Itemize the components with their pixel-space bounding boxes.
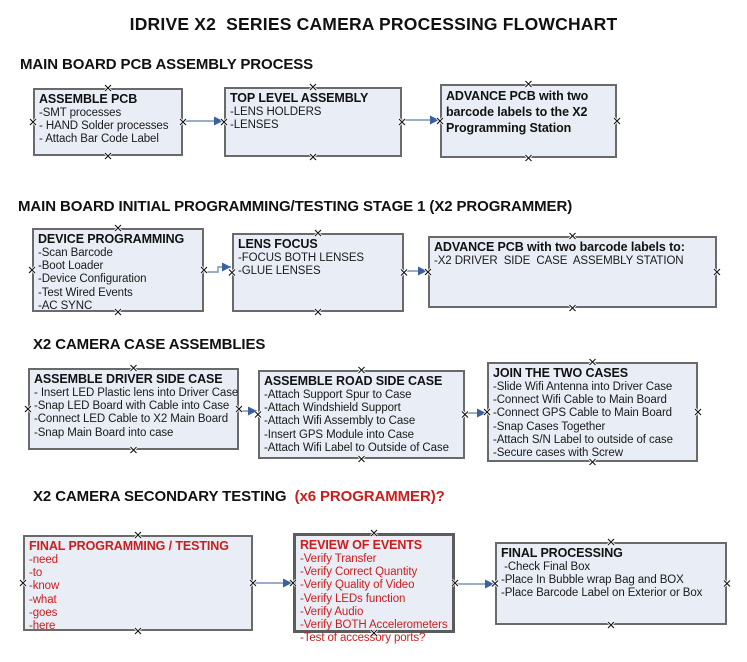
flow-box-top-level-assembly: TOP LEVEL ASSEMBLY-LENS HOLDERS-LENSES	[224, 87, 402, 157]
flow-arrow	[402, 115, 439, 125]
box-item: -Attach S/N Label to outside of case	[493, 433, 673, 446]
box-item: -goes	[29, 606, 58, 619]
flow-arrow	[465, 408, 486, 418]
box-item: -Attach Support Spur to Case	[264, 389, 412, 401]
box-item: -Test of accessory ports?	[300, 632, 426, 645]
section-header-camera-case-assemblies: X2 CAMERA CASE ASSEMBLIES	[33, 336, 265, 353]
flow-box-advance-pcb-to-driver-side-station: ADVANCE PCB with two barcode labels to:-…	[428, 236, 717, 308]
box-item: -Attach Wifi Label to Outside of Case	[264, 441, 449, 454]
box-item: - Attach Bar Code Label	[39, 133, 159, 146]
box-title: ASSEMBLE DRIVER SIDE CASE	[34, 372, 223, 386]
box-item: -Verify Correct Quantity	[300, 566, 418, 579]
box-item: -Verify LEDs function	[300, 592, 406, 605]
box-title: ADVANCE PCB with two barcode labels to t…	[446, 89, 589, 135]
box-title: LENS FOCUS	[238, 237, 318, 251]
box-item: -need	[29, 554, 58, 566]
box-item: -Boot Loader	[38, 260, 104, 273]
box-item: -LENS HOLDERS	[230, 106, 322, 118]
box-item: -Connect Wifi Cable to Main Board	[493, 394, 667, 407]
box-title: ASSEMBLE ROAD SIDE CASE	[264, 374, 443, 388]
flow-box-review-of-events: REVIEW OF EVENTS-Verify Transfer-Verify …	[293, 533, 455, 644]
flow-arrow	[253, 578, 292, 588]
box-item: -AC SYNC	[38, 299, 93, 312]
flow-arrow	[204, 262, 231, 273]
box-item: -Attach Wifi Assembly to Case	[264, 415, 416, 428]
box-item: - HAND Solder processes	[39, 120, 169, 133]
box-item: -Verify Quality of Video	[300, 579, 415, 592]
box-item: -Snap Main Board into case	[34, 426, 174, 439]
box-item: -Attach Windshield Support	[264, 402, 401, 415]
box-item: -Place Barcode Label on Exterior or Box	[501, 587, 703, 600]
flow-arrow	[183, 116, 223, 126]
flow-box-final-programming-testing: FINAL PROGRAMMING / TESTING-need-to-know…	[23, 535, 253, 633]
flow-box-lens-focus: LENS FOCUS-FOCUS BOTH LENSES-GLUE LENSES	[232, 233, 404, 312]
box-title: ADVANCE PCB with two barcode labels to:	[434, 240, 685, 254]
flow-arrow	[239, 406, 257, 416]
flow-arrow	[455, 579, 494, 589]
box-title: DEVICE PROGRAMMING	[38, 232, 185, 246]
box-item: -Place In Bubble wrap Bag and BOX	[501, 574, 684, 587]
section-header-text: X2 CAMERA SECONDARY TESTING	[33, 488, 295, 505]
box-title: FINAL PROGRAMMING / TESTING	[29, 539, 229, 553]
box-item: -Secure cases with Screw	[493, 447, 623, 460]
section-header-main-board-initial-programming: MAIN BOARD INITIAL PROGRAMMING/TESTING S…	[18, 198, 572, 215]
section-header-text: X2 CAMERA CASE ASSEMBLIES	[33, 336, 266, 353]
flow-box-assemble-road-side-case: ASSEMBLE ROAD SIDE CASE-Attach Support S…	[258, 370, 465, 459]
box-item: -here	[29, 620, 56, 633]
box-item: -FOCUS BOTH LENSES	[238, 252, 364, 264]
box-item: -Scan Barcode	[38, 247, 113, 259]
box-item: -Verify BOTH Accelerometers	[300, 619, 448, 632]
box-item: -Connect LED Cable to X2 Main Board	[34, 413, 229, 426]
box-item: -SMT processes	[39, 107, 122, 119]
box-item: -LENSES	[230, 119, 279, 132]
box-item: -Snap LED Board with Cable into Case	[34, 400, 230, 413]
flow-box-assemble-pcb: ASSEMBLE PCB-SMT processes- HAND Solder …	[33, 88, 183, 156]
section-header-text: (x6 PROGRAMMER)?	[294, 488, 445, 505]
box-title: TOP LEVEL ASSEMBLY	[230, 91, 369, 105]
box-item: -Test Wired Events	[38, 286, 133, 299]
box-item: -Verify Transfer	[300, 553, 377, 565]
flow-box-device-programming: DEVICE PROGRAMMING-Scan Barcode-Boot Loa…	[32, 228, 204, 312]
box-title: REVIEW OF EVENTS	[300, 538, 423, 552]
box-item: -what	[29, 593, 57, 606]
box-item: -Slide Wifi Antenna into Driver Case	[493, 381, 673, 393]
box-item: -Insert GPS Module into Case	[264, 428, 414, 441]
flow-box-advance-pcb-to-programming-station: ADVANCE PCB with two barcode labels to t…	[440, 84, 617, 158]
box-item: -X2 DRIVER SIDE CASE ASSEMBLY STATION	[434, 255, 684, 267]
box-item: -know	[29, 580, 60, 593]
box-title: JOIN THE TWO CASES	[493, 366, 629, 380]
section-header-main-board-pcb-assembly: MAIN BOARD PCB ASSEMBLY PROCESS	[20, 56, 313, 73]
flow-box-join-the-two-cases: JOIN THE TWO CASES-Slide Wifi Antenna in…	[487, 362, 698, 462]
section-header-camera-secondary-testing: X2 CAMERA SECONDARY TESTING (x6 PROGRAMM…	[33, 488, 445, 505]
section-header-text: MAIN BOARD INITIAL PROGRAMMING/TESTING S…	[18, 198, 573, 215]
flow-box-assemble-driver-side-case: ASSEMBLE DRIVER SIDE CASE- Insert LED Pl…	[28, 368, 239, 450]
box-title: ASSEMBLE PCB	[39, 92, 138, 106]
box-title: FINAL PROCESSING	[501, 546, 623, 560]
section-header-text: MAIN BOARD PCB ASSEMBLY PROCESS	[20, 56, 314, 73]
box-item: -GLUE LENSES	[238, 265, 321, 278]
box-item: - Insert LED Plastic lens into Driver Ca…	[34, 387, 239, 399]
box-item: -to	[29, 567, 43, 580]
page-title: IDRIVE X2 SERIES CAMERA PROCESSING FLOWC…	[129, 14, 618, 34]
box-item: -Verify Audio	[300, 605, 364, 618]
box-item: -Connect GPS Cable to Main Board	[493, 407, 672, 420]
box-item: -Snap Cases Together	[493, 420, 606, 433]
box-item: -Device Configuration	[38, 273, 147, 286]
flow-box-final-processing: FINAL PROCESSING -Check Final Box-Place …	[495, 542, 727, 625]
box-item: -Check Final Box	[501, 561, 591, 573]
flow-arrow	[404, 266, 427, 276]
